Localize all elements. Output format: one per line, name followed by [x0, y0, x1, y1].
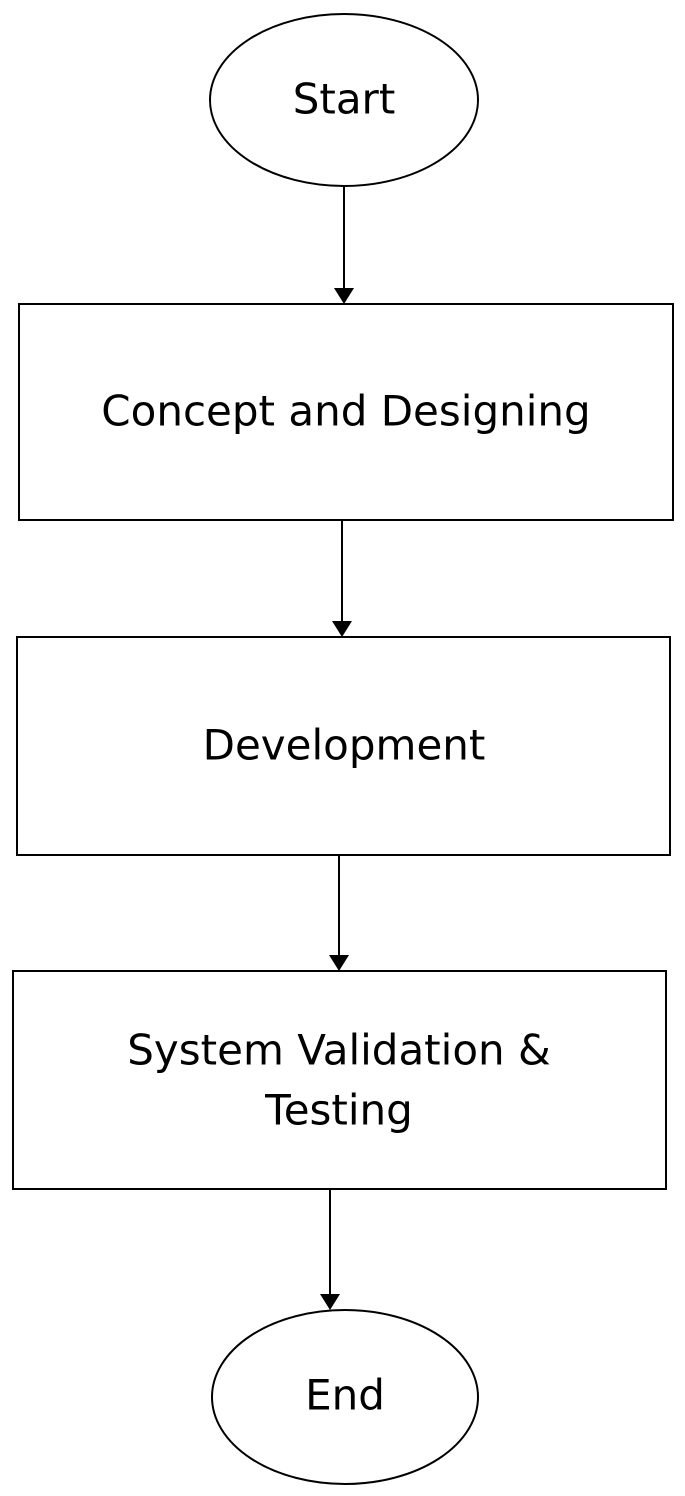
concept-label: Concept and Designing — [101, 387, 590, 436]
edge-development-to-validation — [329, 855, 349, 971]
end-terminator-shape — [211, 1309, 479, 1485]
concept-process-box — [18, 303, 674, 521]
start-label: Start — [293, 75, 396, 124]
node-concept-and-designing: Concept and Designing — [18, 303, 674, 521]
development-process-box — [16, 636, 671, 856]
arrowhead-icon — [329, 955, 349, 971]
node-end: End — [211, 1309, 479, 1485]
arrowhead-icon — [320, 1294, 340, 1310]
validation-label-line-1: System Validation & — [127, 1026, 550, 1075]
validation-process-box — [12, 970, 667, 1190]
arrowhead-icon — [334, 288, 354, 304]
node-start: Start — [209, 13, 479, 187]
end-label: End — [305, 1371, 385, 1420]
edge-concept-to-development — [332, 520, 352, 637]
validation-label-line-2: Testing — [264, 1086, 413, 1135]
development-label: Development — [203, 721, 486, 770]
node-system-validation-testing: System Validation & Testing — [12, 970, 667, 1190]
edge-start-to-concept — [334, 186, 354, 304]
node-development: Development — [16, 636, 671, 856]
edge-validation-to-end — [320, 1189, 340, 1310]
arrowhead-icon — [332, 621, 352, 637]
